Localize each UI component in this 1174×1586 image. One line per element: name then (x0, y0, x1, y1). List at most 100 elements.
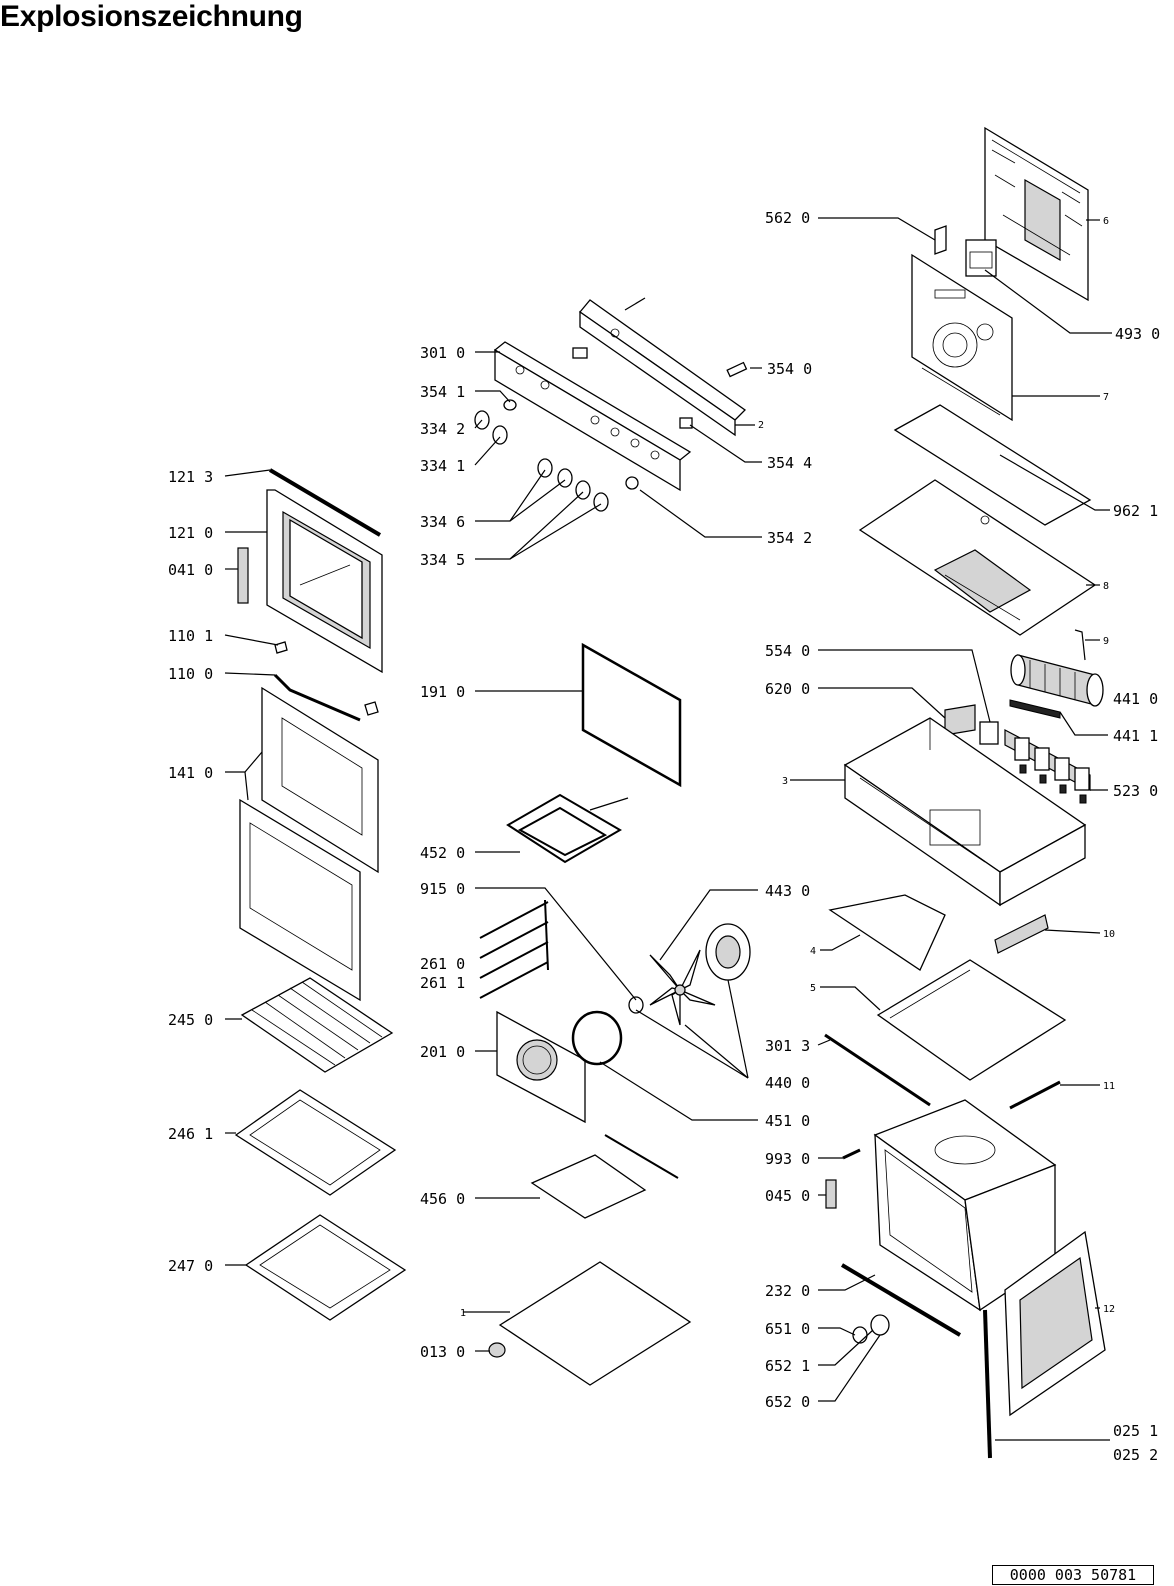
label-121-3: 121 3 (168, 468, 213, 486)
rail-301-3-drawing (824, 1033, 931, 1107)
label-652-0: 652 0 (765, 1393, 810, 1411)
label-334-5: 334 5 (420, 551, 465, 569)
baking-tray-drawing (234, 1089, 397, 1196)
switch-bank-523-drawing (1014, 737, 1090, 804)
fan-motor-drawing (1009, 654, 1104, 719)
label-110-1: 110 1 (168, 627, 213, 645)
shaft-354-4-drawing (679, 417, 693, 429)
label-562-0: 562 0 (765, 209, 810, 227)
drip-tray-drawing (244, 1214, 407, 1321)
label-554-0: 554 0 (765, 642, 810, 660)
label-301-3: 301 3 (765, 1037, 810, 1055)
side-panel-4-drawing (828, 894, 946, 971)
fan-blade-drawing (649, 949, 716, 1026)
label-441-1: 441 1 (1113, 727, 1158, 745)
label-013-0: 013 0 (420, 1343, 465, 1361)
label-651-0: 651 0 (765, 1320, 810, 1338)
label-247-0: 247 0 (168, 1257, 213, 1275)
guide-rail-025-drawing (983, 1309, 992, 1459)
label-456-0: 456 0 (420, 1190, 465, 1208)
spacer-354-1-drawing (503, 399, 517, 411)
callout-12: 12 (1103, 1304, 1115, 1315)
callout-3: 3 (782, 776, 788, 787)
door-frame-drawing (266, 489, 383, 674)
label-045-0: 045 0 (765, 1187, 810, 1205)
label-301-0: 301 0 (420, 344, 465, 362)
fan-motor-440-drawing (705, 923, 751, 981)
terminal-block-620-drawing (944, 704, 976, 736)
callout-10: 10 (1103, 929, 1115, 940)
control-frame-2-drawing (579, 299, 747, 437)
label-962-1: 962 1 (1113, 502, 1158, 520)
callout-5: 5 (810, 983, 816, 994)
label-261-1: 261 1 (420, 974, 465, 992)
label-652-1: 652 1 (765, 1357, 810, 1375)
foot-013-drawing (488, 1342, 506, 1358)
label-191-0: 191 0 (420, 683, 465, 701)
spacer-354-2-drawing (625, 476, 639, 490)
shaft-small-drawing (572, 347, 588, 359)
label-354-1: 354 1 (420, 383, 465, 401)
door-strip-121-3-drawing (268, 468, 382, 537)
label-440-0: 440 0 (765, 1074, 810, 1092)
label-915-0: 915 0 (420, 880, 465, 898)
control-housing-drawing (843, 717, 1091, 907)
label-354-4: 354 4 (767, 454, 812, 472)
switch-493-drawing (965, 239, 997, 277)
bottom-plate-drawing (498, 1261, 692, 1386)
lamp-cover-652-drawing (870, 1314, 890, 1336)
label-443-0: 443 0 (765, 882, 810, 900)
strip-232-drawing (840, 1263, 962, 1337)
bracket-9-drawing (1074, 629, 1086, 661)
label-334-2: 334 2 (420, 420, 465, 438)
label-245-0: 245 0 (168, 1011, 213, 1029)
label-523-0: 523 0 (1113, 782, 1158, 800)
door-glass-drawing (239, 686, 379, 1002)
insulation-962-drawing (893, 404, 1092, 526)
shaft-top-drawing (624, 297, 646, 311)
label-261-0: 261 0 (420, 955, 465, 973)
leader-lines (224, 217, 1112, 1441)
label-620-0: 620 0 (765, 680, 810, 698)
wire-shelf-drawing (240, 977, 394, 1073)
hinge-041-drawing (237, 547, 249, 604)
label-110-0: 110 0 (168, 665, 213, 683)
oven-seal-drawing (581, 642, 682, 788)
bracket-10-drawing (994, 914, 1049, 954)
control-panel-drawing (493, 341, 692, 492)
label-354-2: 354 2 (767, 529, 812, 547)
base-panel-5-drawing (876, 959, 1067, 1081)
shelf-support-drawing (479, 899, 549, 999)
label-334-6: 334 6 (420, 513, 465, 531)
nut-915-drawing (628, 996, 644, 1014)
clip-562-drawing (934, 225, 947, 255)
back-wall-drawing (911, 253, 1013, 422)
label-334-1: 334 1 (420, 457, 465, 475)
callout-7: 7 (1103, 392, 1109, 403)
ring-heater-drawing (571, 1010, 623, 1066)
relay-554-drawing (979, 721, 999, 745)
label-354-0: 354 0 (767, 360, 812, 378)
fan-cover-drawing (496, 1010, 586, 1124)
heating-element-drawing (506, 793, 629, 864)
label-993-0: 993 0 (765, 1150, 810, 1168)
label-452-0: 452 0 (420, 844, 465, 862)
label-451-0: 451 0 (765, 1112, 810, 1130)
label-025-1: 025 1 (1113, 1422, 1158, 1440)
part-labels: 562 0 493 0 301 0 354 1 354 0 334 2 334 … (168, 209, 1160, 1464)
part-drawings (234, 126, 1106, 1459)
callout-6: 6 (1103, 216, 1109, 227)
label-041-0: 041 0 (168, 561, 213, 579)
shaft-354-0-drawing (726, 361, 748, 378)
callout-1: 1 (460, 1308, 466, 1319)
handle-110-0-drawing (273, 673, 361, 722)
hinge-holder-045-drawing (825, 1179, 837, 1209)
lamp-651-drawing (852, 1326, 868, 1344)
handle-end-drawing (364, 701, 379, 716)
label-025-2: 025 2 (1113, 1446, 1158, 1464)
label-232-0: 232 0 (765, 1282, 810, 1300)
callout-8: 8 (1103, 581, 1109, 592)
label-246-1: 246 1 (168, 1125, 213, 1143)
label-441-0: 441 0 (1113, 690, 1158, 708)
